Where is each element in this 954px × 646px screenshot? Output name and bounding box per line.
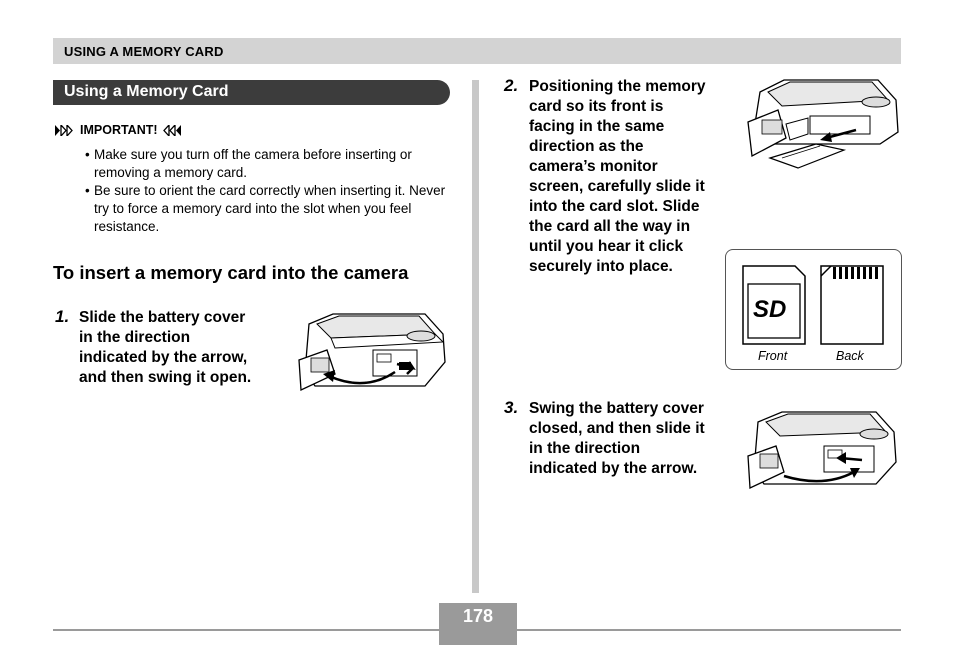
step-3-camera-illustration <box>747 411 897 489</box>
step-1-number: 1. <box>55 307 70 326</box>
page-number-bg <box>439 603 517 629</box>
sd-card-back-icon <box>820 265 884 345</box>
important-bullets: • Make sure you turn off the camera befo… <box>85 146 457 236</box>
important-left-arrows-icon <box>55 124 73 136</box>
step-3-line: in the direction <box>529 440 641 457</box>
procedure-heading: To insert a memory card into the camera <box>53 262 409 283</box>
step-2-line: screen, carefully slide it <box>529 178 705 195</box>
step-2-line: direction as the <box>529 138 644 155</box>
sd-front-label: Front <box>758 349 788 363</box>
step-1-line: Slide the battery cover <box>79 309 246 326</box>
step-2-line: camera’s monitor <box>529 158 658 175</box>
step-2-number: 2. <box>504 76 519 95</box>
step-2-line: the card all the way in <box>529 218 691 235</box>
page-number-tab <box>439 631 517 645</box>
step-3-line: indicated by the arrow. <box>529 460 698 477</box>
page-header-title: USING A MEMORY CARD <box>64 44 224 59</box>
important-right-arrows-icon <box>162 124 181 136</box>
section-title: Using a Memory Card <box>64 83 229 100</box>
step-2-line: facing in the same <box>529 118 665 135</box>
page-number: 178 <box>462 606 494 626</box>
step-2-line: card so its front is <box>529 98 664 115</box>
step-1-text: Slide the battery cover in the direction… <box>79 308 251 388</box>
step-1-camera-illustration <box>298 313 446 391</box>
bullet-item: • Make sure you turn off the camera befo… <box>85 146 457 182</box>
step-1-line: and then swing it open. <box>79 369 252 386</box>
step-2-text: Positioning the memory card so its front… <box>529 77 706 277</box>
column-divider <box>472 80 479 593</box>
step-2-camera-illustration <box>747 79 899 169</box>
step-1-line: in the direction <box>79 329 191 346</box>
bullet-text: Make sure you turn off the camera before… <box>94 147 412 180</box>
bullet-dot: • <box>85 183 90 198</box>
step-2-line: securely into place. <box>529 258 673 275</box>
footer-rule <box>53 629 901 631</box>
sd-card-front-icon: SD <box>742 265 806 345</box>
step-3-line: closed, and then slide it <box>529 420 705 437</box>
step-3-line: Swing the battery cover <box>529 400 704 417</box>
sd-card-orientation-box: SD Front Back <box>725 249 902 370</box>
step-2-line: until you hear it click <box>529 238 684 255</box>
header-bar <box>53 38 901 64</box>
bullet-item: • Be sure to orient the card correctly w… <box>85 182 457 236</box>
section-title-bar: Using a Memory Card <box>53 80 450 105</box>
important-note: IMPORTANT! <box>55 123 183 137</box>
step-2-line: into the card slot. Slide <box>529 198 700 215</box>
important-label: IMPORTANT! <box>80 123 158 137</box>
bullet-text: Be sure to orient the card correctly whe… <box>94 183 446 234</box>
sd-logo: SD <box>753 296 786 323</box>
step-2-line: Positioning the memory <box>529 78 706 95</box>
sd-back-label: Back <box>836 349 864 363</box>
step-1-line: indicated by the arrow, <box>79 349 248 366</box>
page-number-box: 178 <box>439 603 517 645</box>
step-3-number: 3. <box>504 398 519 417</box>
bullet-dot: • <box>85 147 90 162</box>
step-3-text: Swing the battery cover closed, and then… <box>529 399 705 479</box>
